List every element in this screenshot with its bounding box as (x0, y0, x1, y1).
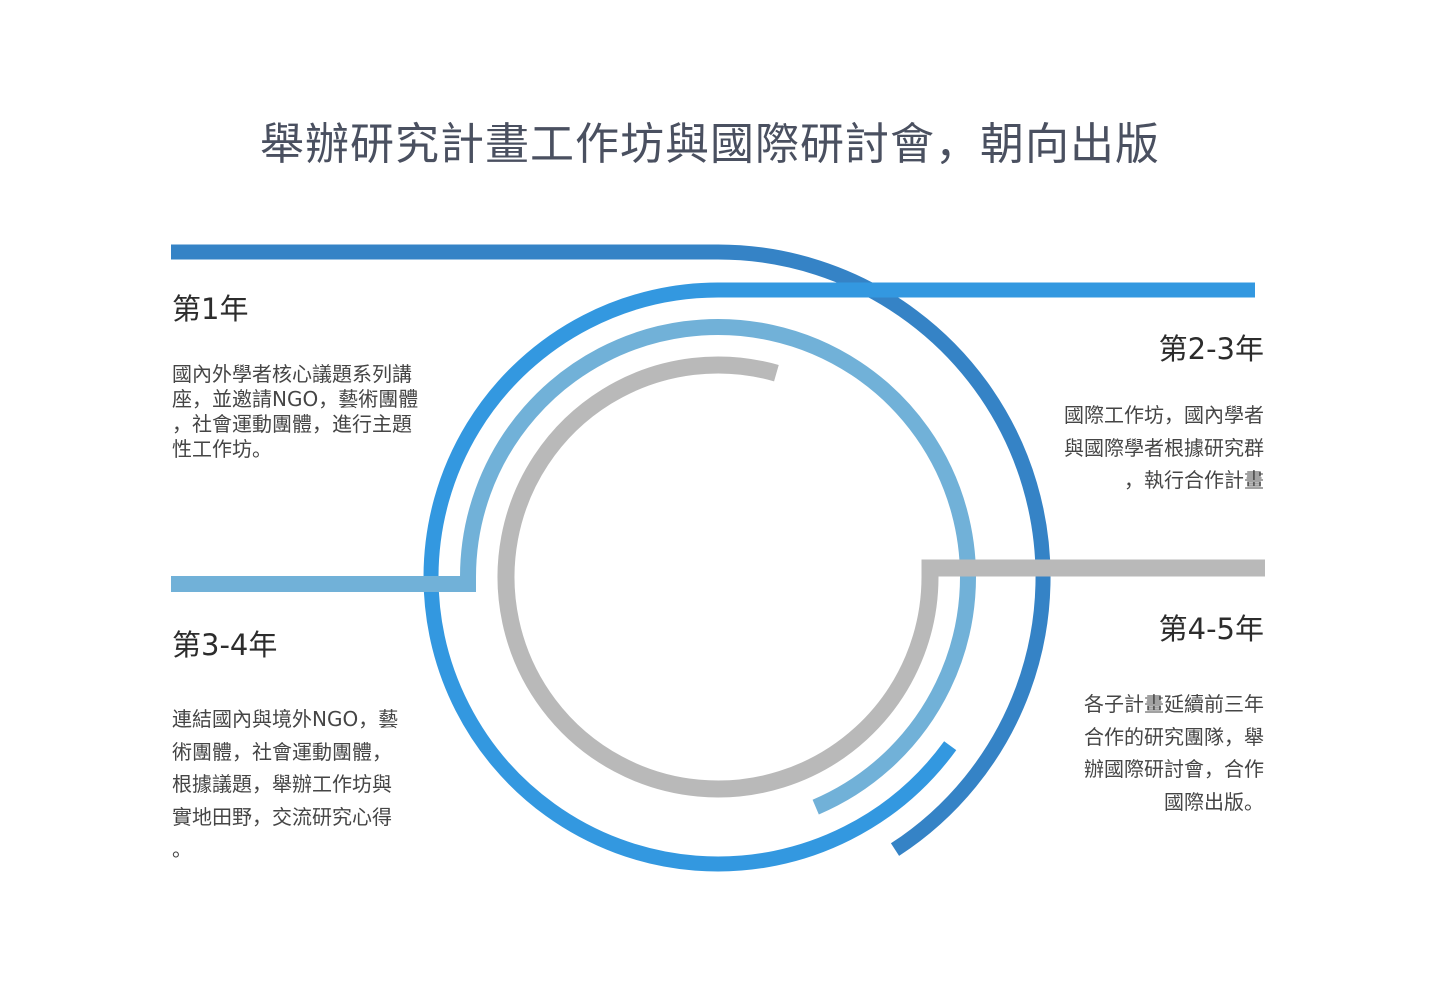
stage-1-description: 國內外學者核心議題系列講 座，並邀請NGO，藝術團體 ，社會運動團體，進行主題 … (172, 362, 419, 461)
stage-3-description: 連結國內與境外NGO，藝 術團體，社會運動團體， 根據議題，舉辦工作坊與 實地田… (172, 707, 399, 861)
stage-2-description: 國際工作坊，國內學者 與國際學者根據研究群 ，執行合作計畫 (1064, 403, 1264, 492)
stage-2-heading: 第2-3年 (1158, 332, 1264, 366)
year1-dark-blue-track (171, 244, 1051, 856)
stage-3-heading: 第3-4年 (172, 628, 278, 662)
page-title: 舉辦研究計畫工作坊與國際研討會，朝向出版 (260, 119, 1160, 170)
year4-5-gray-track (497, 356, 1265, 798)
year2-3-bright-blue-track (423, 282, 1255, 872)
stage-4-description: 各子計畫延續前三年 合作的研究團隊，舉 辦國際研討會，合作 國際出版。 (1084, 692, 1264, 814)
stage-1-heading: 第1年 (172, 292, 249, 326)
stage-4-heading: 第4-5年 (1158, 612, 1264, 646)
year3-4-light-blue-track (171, 318, 976, 815)
